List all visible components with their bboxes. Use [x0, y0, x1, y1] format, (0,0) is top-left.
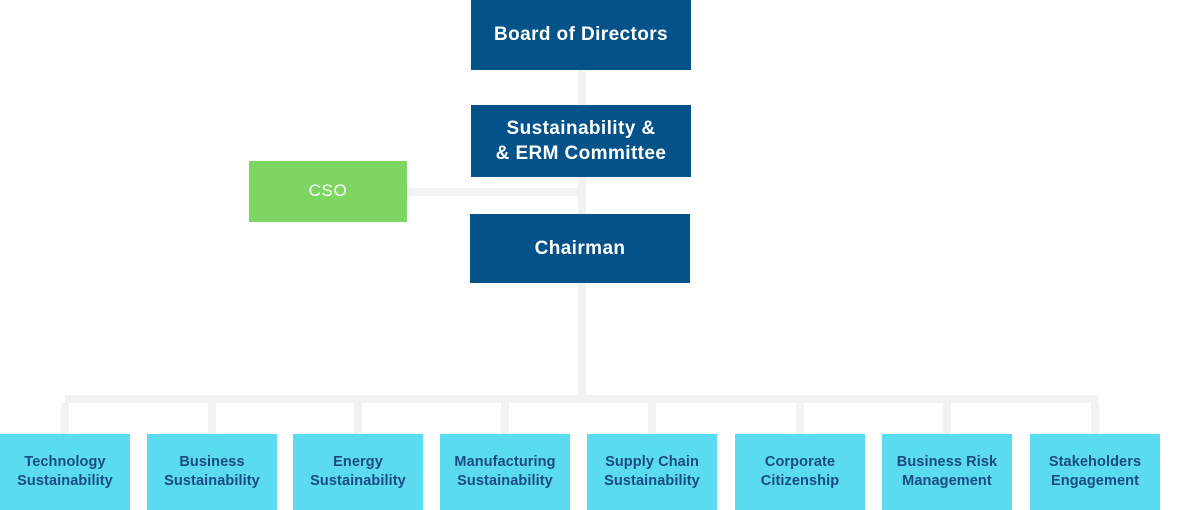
- connector-chairman-to-trunk: [578, 283, 586, 395]
- connector-trunk-to-pillar: [796, 403, 804, 434]
- connector-cso-to-spine: [406, 188, 580, 196]
- pillar-node[interactable]: Manufacturing Sustainability: [440, 434, 570, 510]
- pillar-node[interactable]: Business Risk Management: [882, 434, 1012, 510]
- connector-trunk-to-pillar: [943, 403, 951, 434]
- node-chairman[interactable]: Chairman: [470, 214, 690, 283]
- connector-committee-to-chairman: [578, 177, 586, 214]
- node-sustainability-erm-committee[interactable]: Sustainability & & ERM Committee: [471, 105, 691, 177]
- pillar-node[interactable]: Technology Sustainability: [0, 434, 130, 510]
- pillar-node[interactable]: Energy Sustainability: [293, 434, 423, 510]
- pillar-node[interactable]: Stakeholders Engagement: [1030, 434, 1160, 510]
- connector-trunk-to-pillar: [1091, 403, 1099, 434]
- connector-trunk-to-pillar: [501, 403, 509, 434]
- pillar-node[interactable]: Supply Chain Sustainability: [587, 434, 717, 510]
- connector-trunk-to-pillar: [648, 403, 656, 434]
- pillar-node[interactable]: Corporate Citizenship: [735, 434, 865, 510]
- connector-board-to-committee: [578, 70, 586, 105]
- node-board-of-directors[interactable]: Board of Directors: [471, 0, 691, 70]
- pillar-node[interactable]: Business Sustainability: [147, 434, 277, 510]
- connector-horizontal-trunk: [65, 395, 1098, 403]
- connector-trunk-to-pillar: [354, 403, 362, 434]
- node-cso[interactable]: CSO: [249, 161, 407, 222]
- connector-trunk-to-pillar: [208, 403, 216, 434]
- connector-trunk-to-pillar: [61, 403, 69, 434]
